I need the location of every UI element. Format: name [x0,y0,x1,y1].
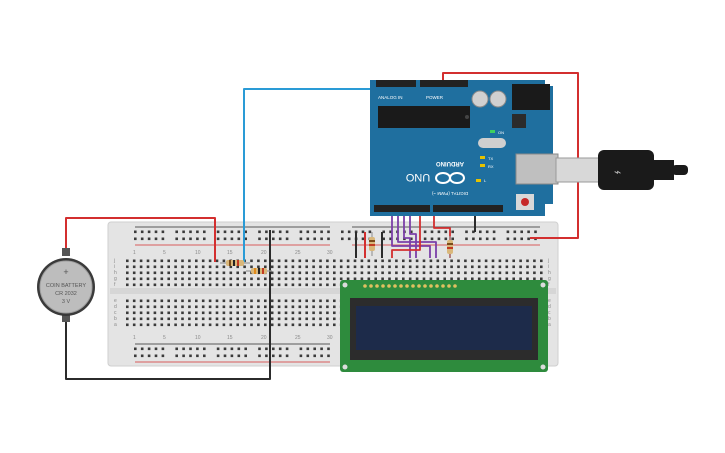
svg-text:c: c [114,310,117,316]
svg-text:15: 15 [227,250,233,256]
svg-text:10: 10 [195,335,201,341]
wire-blue-analog[interactable] [243,88,370,262]
digital-label: DIGITAL (PWM ~) [431,191,468,196]
analog-in-label: ANALOG IN [378,95,403,100]
arduino-uno[interactable]: ANALOG IN POWER ARDUINO UNO DIGITAL (PWM… [370,80,559,216]
battery-label: COIN BATTERY [46,283,86,289]
battery-plus: + [63,267,68,277]
svg-text:b: b [548,316,551,322]
svg-text:g: g [114,276,117,282]
svg-text:25: 25 [295,335,301,341]
header-digital-low [374,205,430,212]
svg-text:30: 30 [327,335,333,341]
power-jack [512,84,550,110]
svg-text:1: 1 [133,250,136,256]
svg-text:f: f [548,282,550,288]
svg-text:15: 15 [227,335,233,341]
header-analog [376,80,416,87]
svg-text:5: 5 [163,335,166,341]
battery-voltage: 3 V [62,299,71,305]
usb-port [515,153,559,185]
battery-model: CR 2032 [55,291,77,297]
svg-text:5: 5 [163,250,166,256]
svg-text:h: h [548,270,551,276]
lcd-screen [356,306,532,350]
wire-red-5v[interactable] [442,72,579,239]
header-digital-high [433,205,503,212]
svg-text:a: a [114,322,117,328]
svg-text:e: e [114,298,117,304]
wire-purple-2[interactable] [397,208,437,258]
crystal [478,138,506,148]
wire-black-battery[interactable] [65,230,271,380]
svg-text:20: 20 [261,335,267,341]
svg-text:j: j [547,258,549,264]
svg-text:a: a [548,322,551,328]
svg-text:30: 30 [327,250,333,256]
on-label: ON [498,130,504,135]
wire-purple-1[interactable] [391,208,431,258]
wire-red-battery[interactable] [65,217,216,262]
usb-icon: ⌁ [614,165,621,179]
rx-label: RX [488,164,494,169]
resistor-3[interactable] [369,232,375,256]
header-power [420,80,468,87]
wire-purple-4[interactable] [409,208,417,258]
svg-text:b: b [114,316,117,322]
arduino-brand: ARDUINO [436,160,464,166]
svg-text:i: i [114,264,115,270]
svg-text:c: c [548,310,551,316]
reset-button[interactable] [521,198,529,206]
capacitor-2 [489,90,507,108]
svg-text:g: g [548,276,551,282]
voltage-regulator [512,114,526,128]
power-label: POWER [426,95,444,100]
svg-text:20: 20 [261,250,267,256]
svg-text:f: f [114,282,116,288]
coin-battery[interactable]: + COIN BATTERY CR 2032 3 V [37,248,95,322]
resistor-1[interactable] [220,260,250,266]
led-l-label: L [484,178,487,183]
wire-purple-3[interactable] [403,208,411,258]
column-numbers: 1 5 10 15 20 25 30 1 5 10 15 20 25 30 [133,250,333,341]
row-letters: j i h g f e d c b a j i h g f e d c b a [113,258,551,328]
svg-text:1: 1 [133,335,136,341]
svg-text:d: d [548,304,551,310]
arduino-logo [435,172,465,184]
lcd-16x2[interactable] [340,280,548,372]
wires [65,72,579,380]
svg-text:d: d [114,304,117,310]
svg-text:10: 10 [195,250,201,256]
tx-label: TX [488,156,493,161]
lcd-pins [363,284,457,288]
svg-text:h: h [114,270,117,276]
capacitor-1 [471,90,489,108]
svg-text:i: i [548,264,549,270]
microcontroller-chip [378,106,470,128]
wire-red-d[interactable] [391,208,421,258]
arduino-model: UNO [405,171,430,183]
resistor-2[interactable] [246,268,272,274]
svg-text:j: j [113,258,115,264]
breadboard[interactable]: j i h g f e d c b a j i h g f e d c b a … [107,221,559,367]
svg-text:e: e [548,298,551,304]
resistor-4[interactable] [447,236,453,258]
usb-cable[interactable]: ⌁ [555,150,688,190]
svg-text:25: 25 [295,250,301,256]
